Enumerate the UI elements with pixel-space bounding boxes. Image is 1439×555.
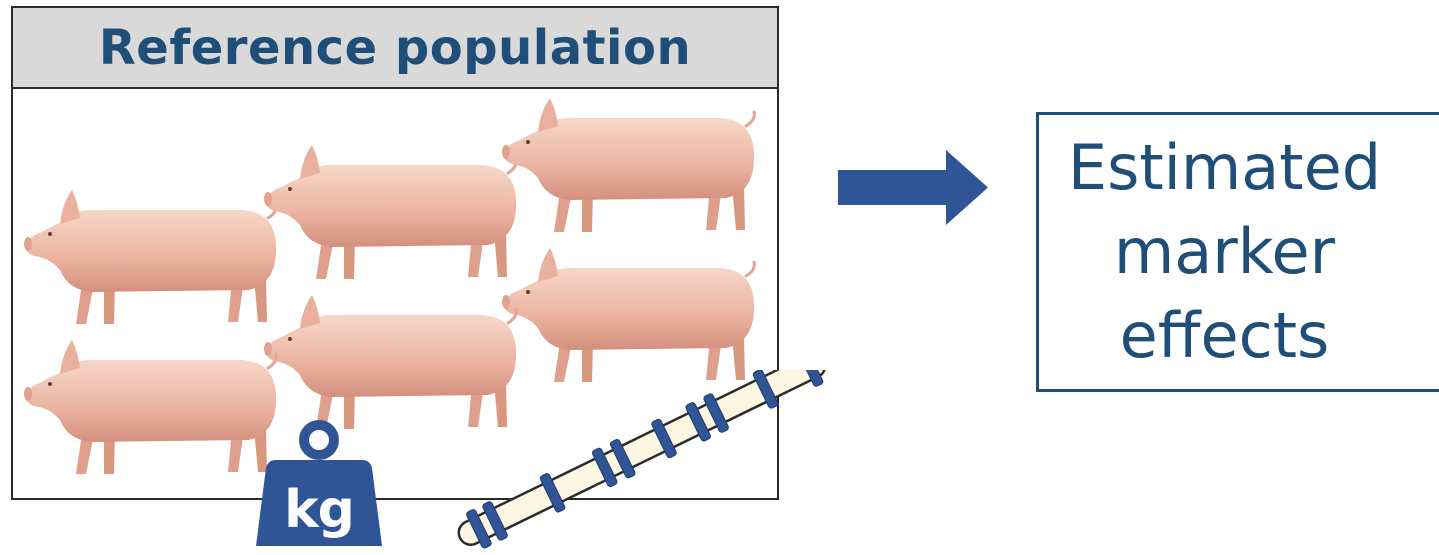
pig-image (22, 330, 282, 480)
weight-kg-icon: kg (254, 418, 384, 550)
estimated-marker-effects-box: Estimated marker effects (1036, 112, 1439, 392)
result-line: Estimated (1024, 126, 1425, 210)
chromosome-marker-icon (440, 370, 860, 555)
pig-image (22, 180, 282, 330)
right-arrow-icon (838, 150, 988, 225)
reference-population-title: Reference population (99, 20, 691, 76)
pig-image (262, 135, 522, 285)
reference-population-header: Reference population (13, 8, 777, 89)
estimated-marker-effects-text: Estimated marker effects (1024, 126, 1425, 378)
result-line: marker (1024, 210, 1425, 294)
result-line: effects (1024, 294, 1425, 378)
weight-kg-label: kg (254, 480, 384, 540)
pig-image (500, 88, 760, 238)
pig-image (500, 238, 760, 388)
